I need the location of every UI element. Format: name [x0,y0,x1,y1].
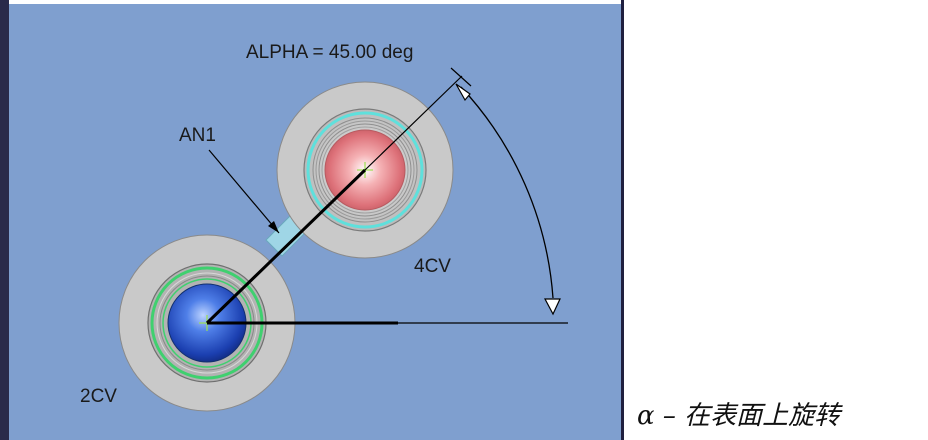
part-label-2cv: 2CV [80,386,117,407]
connector-label-an1: AN1 [179,125,216,146]
rotated-axis-extension [364,75,463,171]
part-4cv-highlight-ring [306,111,424,229]
angle-label: ALPHA = 45.00 deg [246,42,413,63]
angle-arrowhead-top [455,83,471,102]
viewport-left-border [0,0,9,440]
part-4cv-thread-1 [312,117,418,223]
part-4cv-thread-3 [318,123,412,217]
an1-leader-line [208,149,280,234]
angle-dimension-arc [460,86,554,299]
viewport-right-border [621,0,624,440]
an1-leader-arrowhead [268,221,279,233]
part-label-4cv: 4CV [414,256,451,277]
rotated-axis-tick [450,67,472,87]
rotated-axis-line [205,168,367,325]
caption-text: α – 在表面上旋转 [637,401,843,431]
part-4cv-thread-4 [321,126,409,214]
part-4cv-thread-2 [315,120,415,220]
angle-arrowhead-bottom [544,298,561,316]
